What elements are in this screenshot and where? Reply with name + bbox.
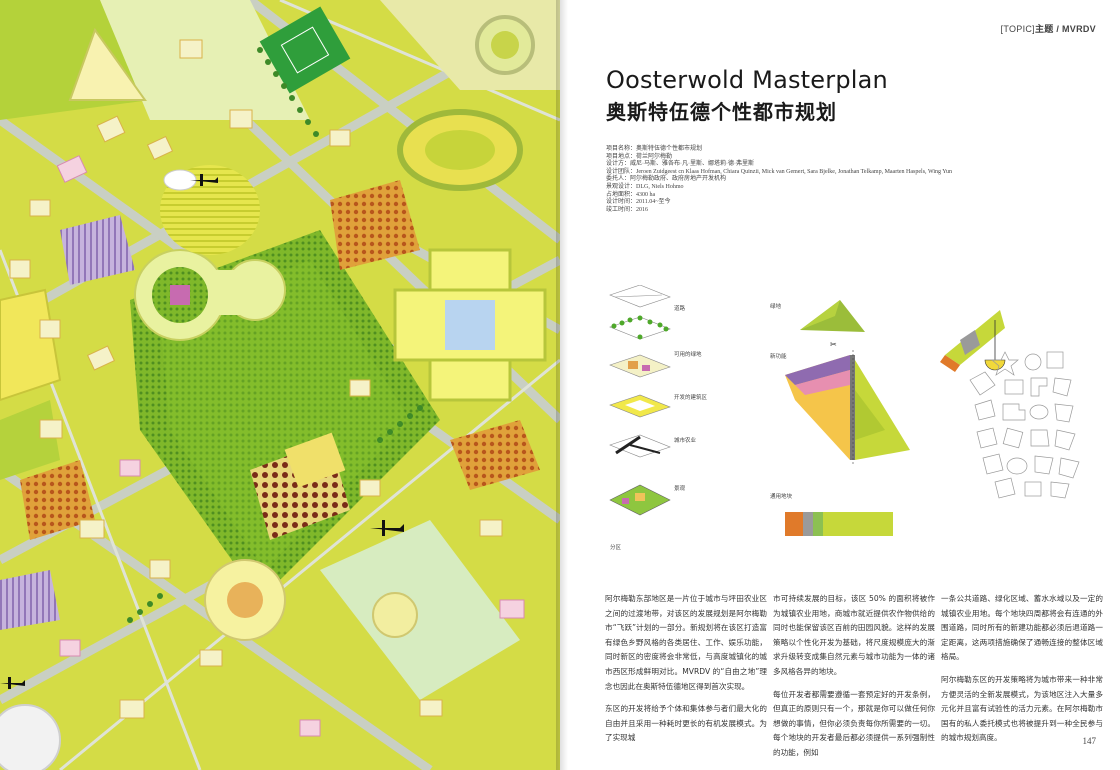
title-chinese: 奥斯特伍德个性都市规划	[606, 100, 837, 124]
wedge-label-green: 绿地	[770, 304, 782, 310]
airplane-icon	[0, 677, 25, 689]
body-paragraph: 每位开发者都需要遵循一套预定好的开发条例，但真正的原则只有一个，那就是你可以做任…	[773, 689, 935, 757]
lower-park	[320, 520, 520, 700]
house-plots	[9, 39, 525, 737]
masterplan-map	[0, 0, 560, 770]
pale-green-field	[100, 0, 310, 120]
meta-line: 设计时间：2011.04~至今	[606, 199, 671, 206]
section-label: 主题 / MVRDV	[1034, 24, 1096, 34]
body-paragraph: 一条公共道路、绿化区域、蓄水水域以及一定的城镇农业用地。每个地块四周都将会有连通…	[941, 594, 1103, 662]
layer-label-agriculture: 城市农业	[674, 438, 697, 444]
page-number: 147	[1082, 736, 1097, 746]
wedge-label-new-function: 新功能	[770, 354, 787, 360]
layer-label-green: 可用的绿地	[674, 352, 702, 358]
layer-label-landscape: 景观	[674, 486, 686, 492]
meta-line: 景观设计：DLG, Niels Hohmo	[606, 183, 684, 190]
body-paragraph: 市可持续发展的目标，该区 50% 的面积将被作为城镇农业用地，商城市就近提供农作…	[773, 594, 935, 676]
project-info: 项目名称：奥斯特伍德个性都市规划 项目地点：荷兰阿尔梅勒 设计方：威尼·马斯、雅…	[606, 146, 952, 214]
airplane-icon	[370, 520, 404, 536]
meta-line: 委托人：阿尔梅勒政府、政府房地产开发机构	[606, 176, 727, 183]
keyhole-park	[134, 249, 286, 341]
airplane-icon	[190, 174, 218, 186]
tree-rows	[127, 47, 423, 623]
layer-label-roads: 道路	[674, 306, 686, 312]
meta-line: 项目地点：荷兰阿尔梅勒	[606, 153, 673, 160]
meta-line: 设计方：威尼·马斯、雅各布·凡·里斯、娜塔莉·德·弗里斯	[606, 161, 754, 168]
body-column-3: 一条公共道路、绿化区域、蓄水水域以及一定的城镇农业用地。每个地块四周都将会有连通…	[941, 592, 1103, 754]
body-paragraph: 东区的开发将给予个体和集体参与者们最大化的自由并且采用一种耗时更长的有机发展模式…	[605, 704, 767, 743]
svg-text:✂: ✂	[830, 340, 837, 349]
body-column-2: 市可持续发展的目标，该区 50% 的面积将被作为城镇农业用地，商城市就近提供农作…	[773, 592, 935, 769]
meta-line: 竣工时间：2016	[606, 206, 649, 213]
layer-label-zoning: 分区	[610, 545, 622, 551]
meta-line: 占地面积：4300 ha	[606, 191, 656, 198]
title-english: Oosterwold Masterplan	[606, 66, 888, 94]
body-paragraph: 阿尔梅勒东区的开发策略将为城市带来一种非常方便灵活的全新发展模式，为该地区注入大…	[941, 674, 1103, 743]
cross-district	[393, 248, 547, 402]
wedge-diagram: ✂	[785, 300, 910, 536]
topic-tag: [TOPIC]	[1000, 24, 1035, 34]
sports-field	[259, 6, 351, 94]
right-page: [TOPIC]主题 / MVRDV Oosterwold Masterplan …	[560, 0, 1120, 770]
meta-line: 设计团队：Jeroen Zuidgeest cn Klaas Hofman, C…	[606, 168, 952, 175]
masterplan-illustration	[0, 0, 560, 770]
body-column-1: 阿尔梅勒东部地区是一片位于城市与坪田农业区之间的过渡地带，对该区的发展规划是阿尔…	[605, 592, 767, 754]
body-paragraph: 阿尔梅勒东部地区是一片位于城市与坪田农业区之间的过渡地带，对该区的发展规划是阿尔…	[605, 594, 767, 691]
plot-shapes-diagram	[940, 310, 1080, 499]
page-gutter	[556, 0, 568, 770]
meta-line: 项目名称：奥斯特伍德个性都市规划	[606, 146, 703, 152]
layer-diagram	[609, 285, 671, 516]
topic-header: [TOPIC]主题 / MVRDV	[1001, 22, 1096, 35]
wedge-label-generic-plot: 通用地块	[770, 494, 793, 500]
layer-label-buildings: 开发的建筑区	[674, 395, 708, 401]
